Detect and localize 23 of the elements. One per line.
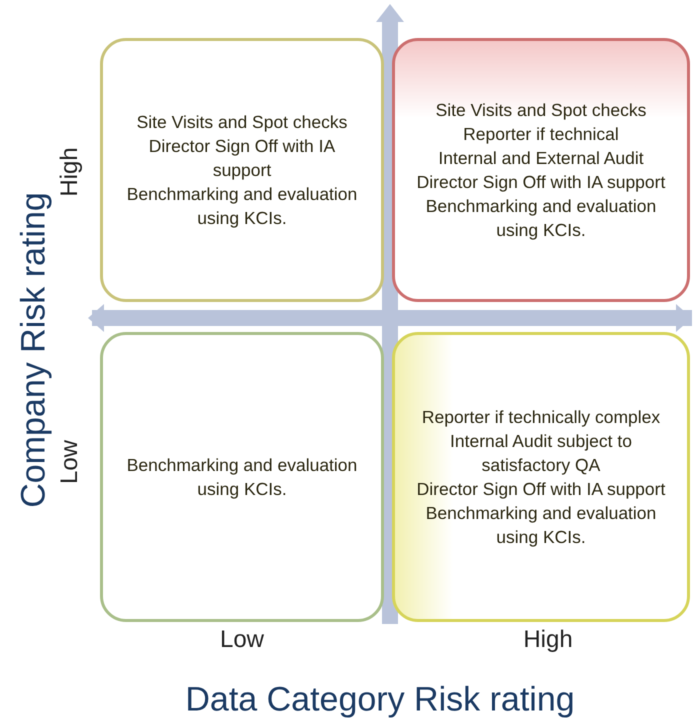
quadrant-text: Internal and External Audit xyxy=(438,147,644,170)
quadrant-box xyxy=(100,332,384,622)
quadrant-text: Director Sign Off with IA support xyxy=(148,135,336,182)
quadrant-text: Site Visits and Spot checks xyxy=(136,111,348,134)
quadrant-text: Director Sign Off with IA support xyxy=(416,171,666,194)
axis-title: Data Category Risk rating xyxy=(185,680,575,720)
quadrant-text: Benchmarking and evaluation using KCIs. xyxy=(126,183,358,230)
quadrant-text: Benchmarking and evaluation using KCIs. xyxy=(424,502,658,549)
axis-label: Low xyxy=(220,626,264,654)
quadrant-text: Reporter if technically complex xyxy=(422,406,660,429)
quadrant-text: Benchmarking and evaluation using KCIs. xyxy=(126,454,358,501)
quadrant-box xyxy=(392,38,690,302)
axis-title: Company Risk rating xyxy=(14,192,54,508)
quadrant-box xyxy=(100,38,384,302)
quadrant-text: Director Sign Off with IA support xyxy=(416,478,666,501)
quadrant-text: Reporter if technical xyxy=(463,123,619,146)
axis-label: High xyxy=(523,626,573,654)
quadrant-box xyxy=(392,332,690,622)
quadrant-text: Benchmarking and evaluation using KCIs. xyxy=(424,195,658,242)
axis-label: High xyxy=(56,147,84,197)
quadrant-text: Internal Audit subject to satisfactory QA xyxy=(449,430,633,477)
axis-label: Low xyxy=(56,440,84,484)
quadrant-text: Site Visits and Spot checks xyxy=(436,99,646,122)
